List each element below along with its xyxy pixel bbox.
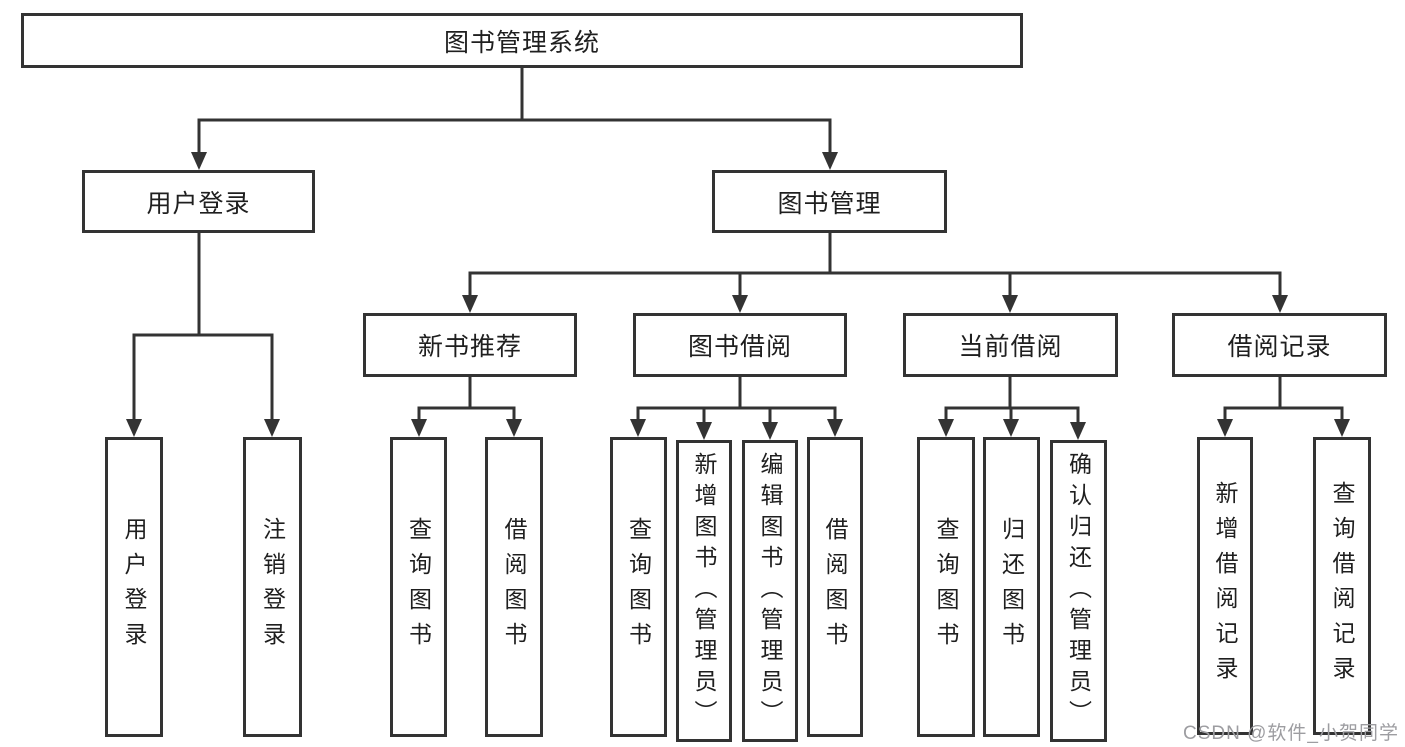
connector-book-management-children bbox=[462, 231, 1288, 313]
leaf-return-books: 归还图书 bbox=[983, 437, 1040, 737]
node-root-label: 图书管理系统 bbox=[443, 28, 600, 57]
leaf-logout-login: 注销登录 bbox=[243, 437, 302, 737]
leaf-add-borrow-record: 新增借阅记录 bbox=[1197, 437, 1253, 735]
leaf-label: 查询图书 bbox=[405, 517, 432, 657]
leaf-user-login: 用户登录 bbox=[105, 437, 163, 737]
node-current-borrowing: 当前借阅 bbox=[903, 313, 1118, 377]
connector-root-to-level2 bbox=[191, 66, 838, 170]
leaf-label: 查询图书 bbox=[933, 517, 959, 657]
leaf-label: 新增图书（管理员） bbox=[691, 451, 717, 731]
connector-borrowing-records-children bbox=[1217, 375, 1350, 437]
node-borrowing-records-label: 借阅记录 bbox=[1227, 333, 1332, 361]
leaf-add-books-admin: 新增图书（管理员） bbox=[676, 440, 732, 742]
node-borrowing-records: 借阅记录 bbox=[1172, 313, 1387, 377]
leaf-borrow-books-borrowing: 借阅图书 bbox=[807, 437, 863, 737]
node-book-borrowing: 图书借阅 bbox=[633, 313, 847, 377]
leaf-label: 查询借阅记录 bbox=[1329, 481, 1355, 691]
leaf-label: 查询图书 bbox=[625, 517, 652, 657]
leaf-query-borrow-record: 查询借阅记录 bbox=[1313, 437, 1371, 735]
connector-current-borrowing-children bbox=[938, 375, 1086, 440]
node-user-login-label: 用户登录 bbox=[146, 189, 251, 218]
leaf-label: 借阅图书 bbox=[501, 517, 527, 657]
leaf-query-books-borrowing: 查询图书 bbox=[610, 437, 667, 737]
leaf-borrow-books-newbook: 借阅图书 bbox=[485, 437, 543, 737]
leaf-query-books-newbook: 查询图书 bbox=[390, 437, 447, 737]
leaf-confirm-return-admin: 确认归还（管理员） bbox=[1050, 440, 1107, 742]
node-new-book-recommend: 新书推荐 bbox=[363, 313, 577, 377]
leaf-query-books-current: 查询图书 bbox=[917, 437, 975, 737]
leaf-label: 用户登录 bbox=[121, 517, 147, 657]
leaf-label: 注销登录 bbox=[259, 517, 286, 657]
connector-new-book-children bbox=[411, 375, 522, 437]
leaf-label: 编辑图书（管理员） bbox=[757, 451, 783, 731]
node-current-borrowing-label: 当前借阅 bbox=[958, 333, 1063, 361]
leaf-label: 借阅图书 bbox=[822, 517, 848, 657]
leaf-edit-books-admin: 编辑图书（管理员） bbox=[742, 440, 798, 742]
node-root: 图书管理系统 bbox=[21, 13, 1023, 68]
csdn-watermark: CSDN @软件_小贺同学 bbox=[1183, 723, 1399, 744]
node-user-login: 用户登录 bbox=[82, 170, 315, 233]
connector-user-login-children bbox=[126, 231, 280, 437]
node-book-management: 图书管理 bbox=[712, 170, 947, 233]
node-book-borrowing-label: 图书借阅 bbox=[687, 333, 792, 361]
node-book-management-label: 图书管理 bbox=[777, 189, 882, 218]
leaf-label: 新增借阅记录 bbox=[1212, 481, 1238, 691]
connector-book-borrowing-children bbox=[630, 375, 843, 440]
node-new-book-recommend-label: 新书推荐 bbox=[417, 333, 522, 361]
leaf-label: 确认归还（管理员） bbox=[1065, 451, 1092, 731]
leaf-label: 归还图书 bbox=[998, 517, 1025, 657]
